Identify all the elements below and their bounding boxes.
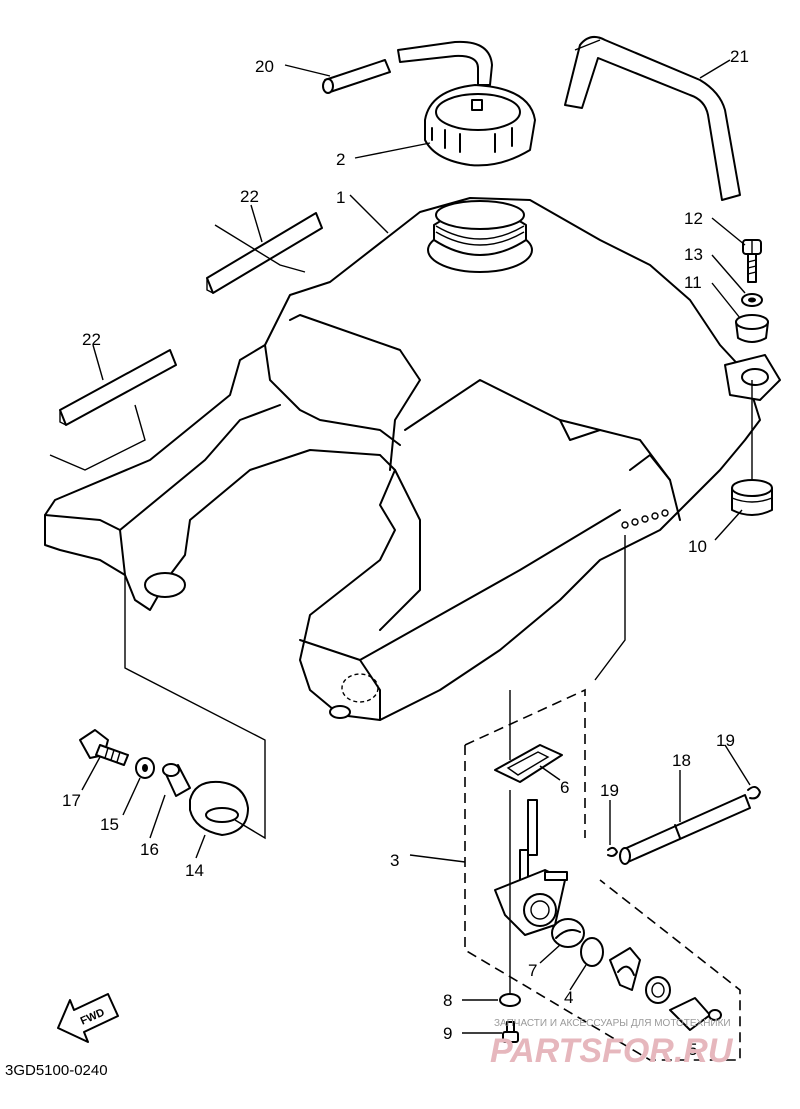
bolt-17 bbox=[79, 729, 129, 766]
washer-13 bbox=[741, 293, 763, 307]
drain-bolt-9 bbox=[502, 1021, 519, 1043]
filter-7 bbox=[551, 918, 585, 948]
watermark-brand: PARTSFOR.RU bbox=[490, 1032, 734, 1070]
part-label-21: 21 bbox=[730, 47, 749, 66]
part-label-18: 18 bbox=[672, 751, 691, 770]
collar-16 bbox=[162, 763, 191, 797]
part-label-16: 16 bbox=[140, 840, 159, 859]
fuel-cap bbox=[424, 84, 536, 167]
part-label-3: 3 bbox=[390, 851, 399, 870]
part-labels: 20 2 1 21 22 22 12 13 11 10 17 15 16 14 … bbox=[62, 47, 749, 1059]
grommet-10 bbox=[731, 479, 773, 516]
fwd-arrow-icon: FWD bbox=[57, 993, 119, 1043]
tank-band bbox=[564, 35, 741, 201]
breather-hose bbox=[322, 40, 493, 94]
part-label-1: 1 bbox=[336, 188, 345, 207]
leader-lines bbox=[81, 59, 751, 1034]
damper-strip-upper bbox=[206, 212, 323, 294]
washer-15 bbox=[135, 757, 155, 779]
part-label-22-upper: 22 bbox=[240, 187, 259, 206]
part-label-22-lower: 22 bbox=[82, 330, 101, 349]
hose-18 bbox=[619, 794, 751, 865]
part-label-12: 12 bbox=[684, 209, 703, 228]
part-label-2: 2 bbox=[336, 150, 345, 169]
part-label-20: 20 bbox=[255, 57, 274, 76]
part-label-19-left: 19 bbox=[600, 781, 619, 800]
part-label-6: 6 bbox=[560, 778, 569, 797]
gasket-6 bbox=[494, 744, 563, 783]
part-label-11: 11 bbox=[684, 273, 702, 292]
damper-strip-lower bbox=[59, 349, 177, 426]
part-label-14: 14 bbox=[185, 861, 204, 880]
collar-11 bbox=[735, 314, 769, 343]
part-label-17: 17 bbox=[62, 791, 81, 810]
watermark: ЗАПЧАСТИ И АКСЕССУАРЫ ДЛЯ МОТОТЕХНИКИ PA… bbox=[490, 1018, 734, 1070]
part-label-9: 9 bbox=[443, 1024, 452, 1043]
part-label-10: 10 bbox=[688, 537, 707, 556]
part-label-19-right: 19 bbox=[716, 731, 735, 750]
part-label-8: 8 bbox=[443, 991, 452, 1010]
part-label-13: 13 bbox=[684, 245, 703, 264]
part-label-15: 15 bbox=[100, 815, 119, 834]
grommet-14 bbox=[189, 780, 249, 836]
fuel-tank bbox=[44, 197, 781, 721]
part-label-7: 7 bbox=[528, 961, 537, 980]
fuel-cock bbox=[494, 799, 568, 936]
diagram-code: 3GD5100-0240 bbox=[5, 1062, 108, 1079]
part-label-5: 5 bbox=[688, 1040, 697, 1059]
o-ring-4 bbox=[580, 937, 604, 967]
clip-19 bbox=[607, 786, 761, 857]
part-label-4: 4 bbox=[564, 988, 573, 1007]
assembly-guides bbox=[49, 224, 753, 1061]
washer-8 bbox=[499, 993, 521, 1007]
lever-parts bbox=[609, 947, 722, 1031]
watermark-caption: ЗАПЧАСТИ И АКСЕССУАРЫ ДЛЯ МОТОТЕХНИКИ bbox=[494, 1018, 731, 1029]
